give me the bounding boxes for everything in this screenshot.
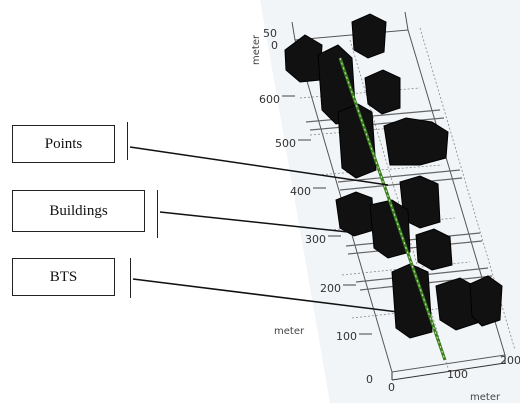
bts-label-box: BTS xyxy=(12,258,115,296)
points-track xyxy=(338,57,447,361)
buildings xyxy=(284,13,503,339)
tick-label: 600 xyxy=(259,93,280,106)
buildings-label: Buildings xyxy=(49,202,108,219)
tick-label: 200 xyxy=(500,354,520,367)
points-leader-line xyxy=(129,146,389,186)
bottom-axis-title: meter xyxy=(470,392,501,403)
tick-label: 400 xyxy=(290,185,311,198)
vertical-axis: meter 50 0 600 500 400 300 200 100 xyxy=(251,27,372,343)
building xyxy=(335,191,375,237)
building xyxy=(383,117,449,166)
building xyxy=(415,228,453,271)
building xyxy=(391,263,433,339)
bts-label: BTS xyxy=(49,268,78,285)
buildings-leader-line xyxy=(159,211,349,233)
left-axis-title: meter xyxy=(274,326,305,337)
buildings-label-box: Buildings xyxy=(12,190,145,232)
tick-label: 100 xyxy=(447,368,468,381)
tick-label: 500 xyxy=(275,137,296,150)
building xyxy=(337,103,377,179)
bts-label-tick xyxy=(130,258,131,298)
points-label-tick xyxy=(127,122,128,160)
points-label: Points xyxy=(44,135,83,152)
leader-lines xyxy=(129,146,399,313)
tick-label: 300 xyxy=(305,233,326,246)
building xyxy=(369,199,411,259)
building xyxy=(351,13,387,59)
tick-label: 100 xyxy=(336,330,357,343)
vertical-axis-title: meter xyxy=(251,34,262,65)
building xyxy=(364,69,401,115)
tick-label: 200 xyxy=(320,282,341,295)
bottom-axis: 0 0 100 200 meter xyxy=(366,354,520,403)
tick-label: 0 xyxy=(388,381,395,394)
building xyxy=(469,275,503,327)
points-label-box: Points xyxy=(12,125,115,163)
tick-label: 50 xyxy=(263,27,277,40)
buildings-label-tick xyxy=(157,190,158,238)
bts-leader-line xyxy=(132,278,399,313)
tick-label: 0 xyxy=(366,373,373,386)
tick-label: 0 xyxy=(271,39,278,52)
